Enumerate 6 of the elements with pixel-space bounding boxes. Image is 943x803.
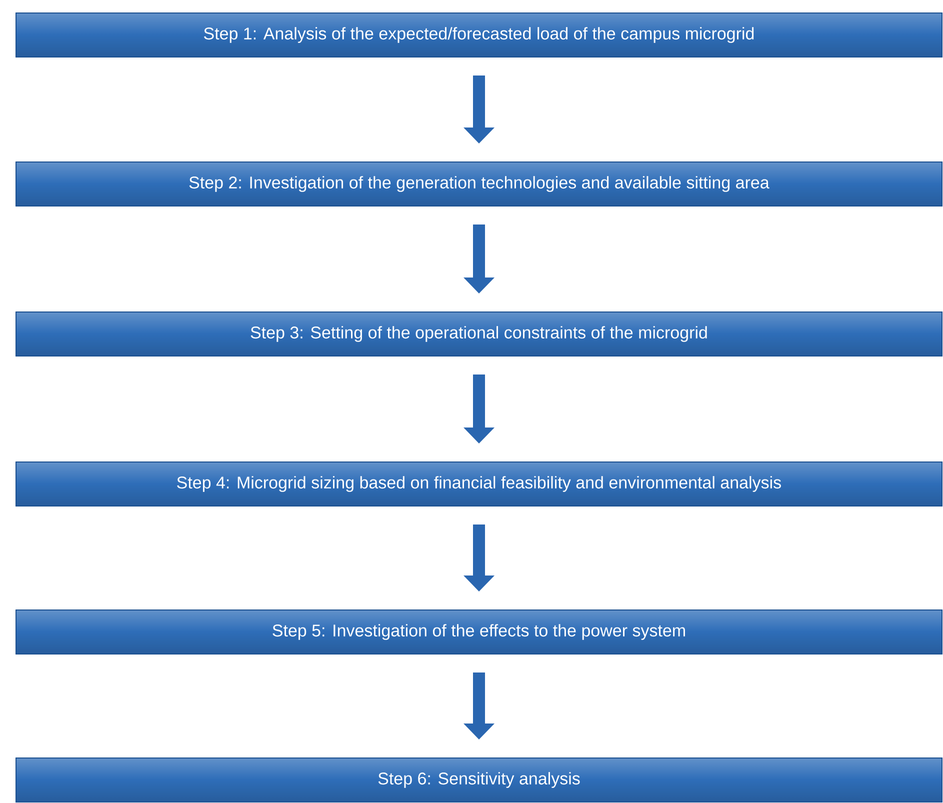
step-banner: Step 4: Microgrid sizing based on financial feasibility and environmental analysis <box>16 462 942 506</box>
step-banner: Step 1: Analysis of the expected/forecasted load of the campus microgrid <box>16 12 942 58</box>
step-banner: Step 6: Sensitivity analysis <box>16 758 942 802</box>
step-banner: Step 2: Investigation of the generation technologies and available sitting area <box>16 162 942 206</box>
step-banner: Step 3: Setting of the operational constraints of the microgrid <box>16 312 942 356</box>
step-banner: Step 5: Investigation of the effects to the power system <box>16 610 942 654</box>
